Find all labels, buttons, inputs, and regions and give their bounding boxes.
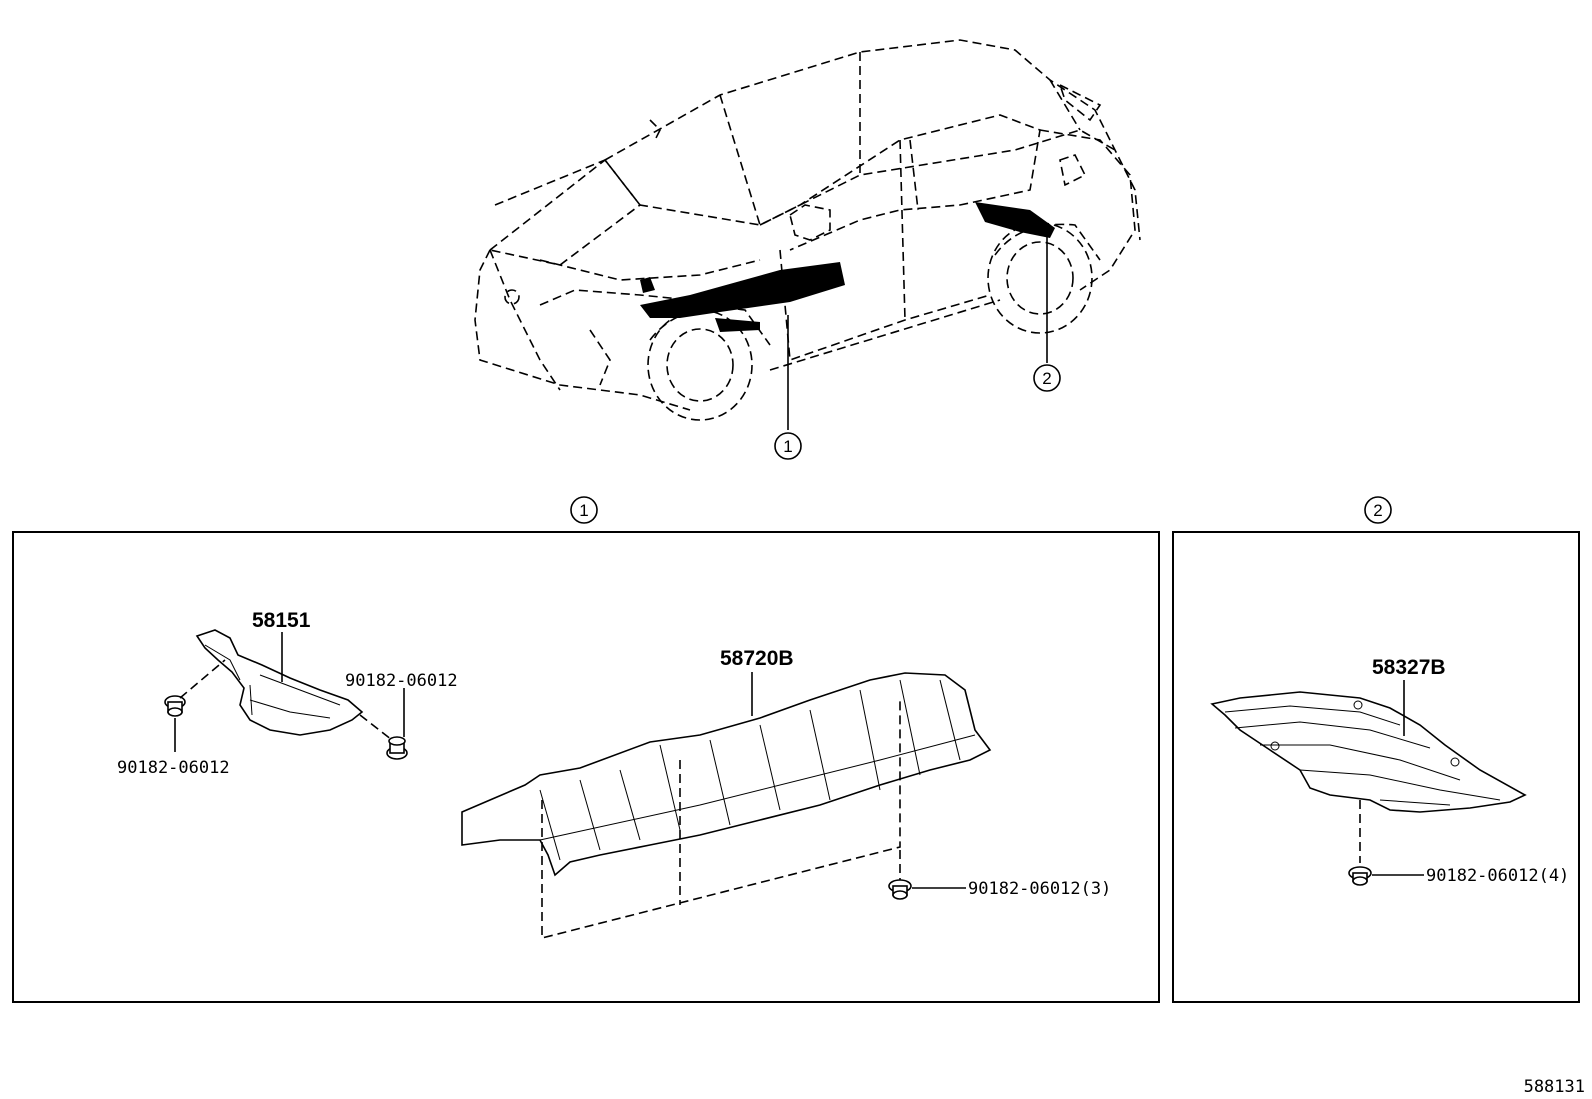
part-58327b-shape xyxy=(1210,691,1527,813)
callout-1-header: 1 xyxy=(570,496,598,524)
part-58151-label: 58151 xyxy=(252,609,311,632)
clip-right-label: 90182-06012 xyxy=(345,671,458,691)
panel-2-frame xyxy=(1172,531,1580,1003)
callout-1-car-label: 1 xyxy=(783,437,792,456)
clip-main-icon xyxy=(888,879,912,900)
clip-right-icon xyxy=(386,736,408,760)
panel-1-frame xyxy=(12,531,1160,1003)
part-58327b-label: 58327B xyxy=(1372,656,1446,679)
clip-rear-icon xyxy=(1348,866,1372,886)
clip-left-icon xyxy=(164,695,186,717)
callout-1-car: 1 xyxy=(774,432,802,460)
diagram-id: 588131 xyxy=(1524,1077,1585,1097)
callout-1-header-label: 1 xyxy=(579,501,588,520)
clip-left-label: 90182-06012 xyxy=(117,758,230,778)
part-58720b-shape xyxy=(461,672,992,877)
vehicle-illustration xyxy=(474,39,1141,430)
clip-main-label: 90182-06012(3) xyxy=(968,879,1111,899)
callout-2-car-label: 2 xyxy=(1042,369,1051,388)
clip-rear-label: 90182-06012(4) xyxy=(1426,866,1569,886)
callout-2-header-label: 2 xyxy=(1373,501,1382,520)
callout-2-header: 2 xyxy=(1364,496,1392,524)
part-58720b-label: 58720B xyxy=(720,647,794,670)
part-58151-shape xyxy=(195,629,364,736)
callout-2-car: 2 xyxy=(1033,364,1061,392)
